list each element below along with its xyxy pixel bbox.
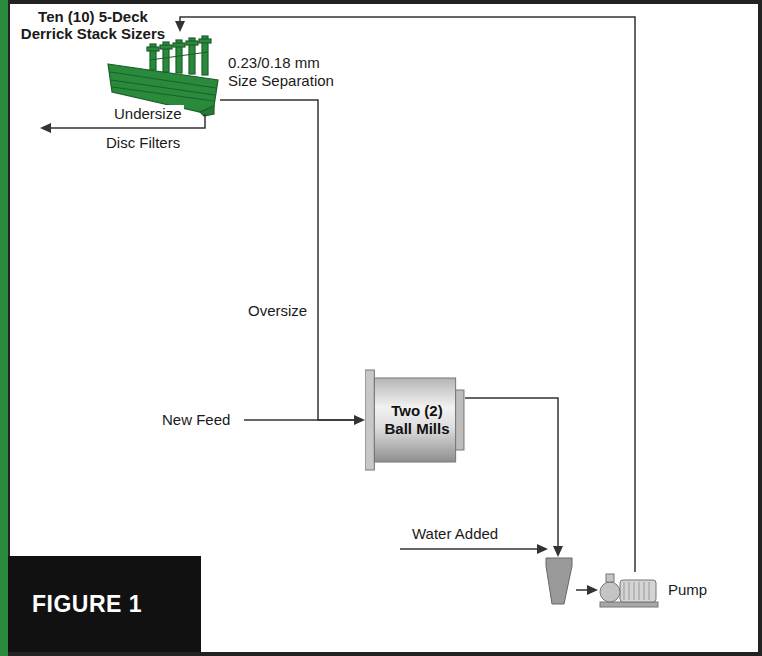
frame: [8, 2, 760, 654]
motor-fin: [644, 582, 645, 600]
pump-outlet: [606, 574, 614, 582]
ball-mill: Two (2) Ball Mills: [365, 368, 465, 472]
flow-connector: [175, 17, 635, 572]
connector-line: [180, 17, 635, 572]
flow-connector: [220, 100, 365, 425]
motor-fin: [639, 582, 640, 600]
arrow-head: [553, 546, 563, 557]
pump-icon: [598, 572, 662, 608]
motor-fin: [649, 582, 650, 600]
figure-caption: FIGURE 1: [8, 556, 201, 652]
arrow-head: [587, 585, 598, 595]
sump: [546, 558, 572, 604]
edge-label: Oversize: [246, 302, 309, 320]
destination-label: Disc Filters: [104, 134, 182, 152]
stream-label: Undersize: [112, 105, 184, 123]
stream-label: Water Added: [410, 525, 500, 543]
mill-end: [456, 390, 464, 450]
mill-flange: [365, 370, 374, 470]
flow-connector: [465, 398, 598, 595]
stream-label: New Feed: [160, 411, 232, 429]
water-line: [400, 548, 538, 550]
equipment-heading: Ten (10) 5-Deck Derrick Stack Sizers: [18, 8, 168, 42]
connector-line: [465, 398, 588, 590]
stack-sizer: Ten (10) 5-Deck Derrick Stack Sizers0.23…: [100, 32, 220, 114]
pump-label: Pump: [668, 581, 707, 599]
arrow-head: [537, 544, 548, 554]
motor-fin: [624, 582, 625, 600]
mill-label: Two (2) Ball Mills: [377, 402, 457, 438]
connector-line: [220, 100, 355, 420]
pump-motor: [620, 580, 656, 602]
arrow-head: [354, 415, 365, 425]
pump-base: [600, 602, 658, 607]
green-stripe: [0, 0, 8, 656]
arrow-head: [40, 123, 51, 133]
arrow-head: [175, 21, 185, 32]
pump: Pump: [598, 572, 710, 608]
motor-fin: [629, 582, 630, 600]
motor-fin: [634, 582, 635, 600]
stack-sizer-art: [108, 36, 218, 116]
separation-note: 0.23/0.18 mm Size Separation: [228, 54, 350, 90]
pump-casing: [600, 582, 620, 602]
